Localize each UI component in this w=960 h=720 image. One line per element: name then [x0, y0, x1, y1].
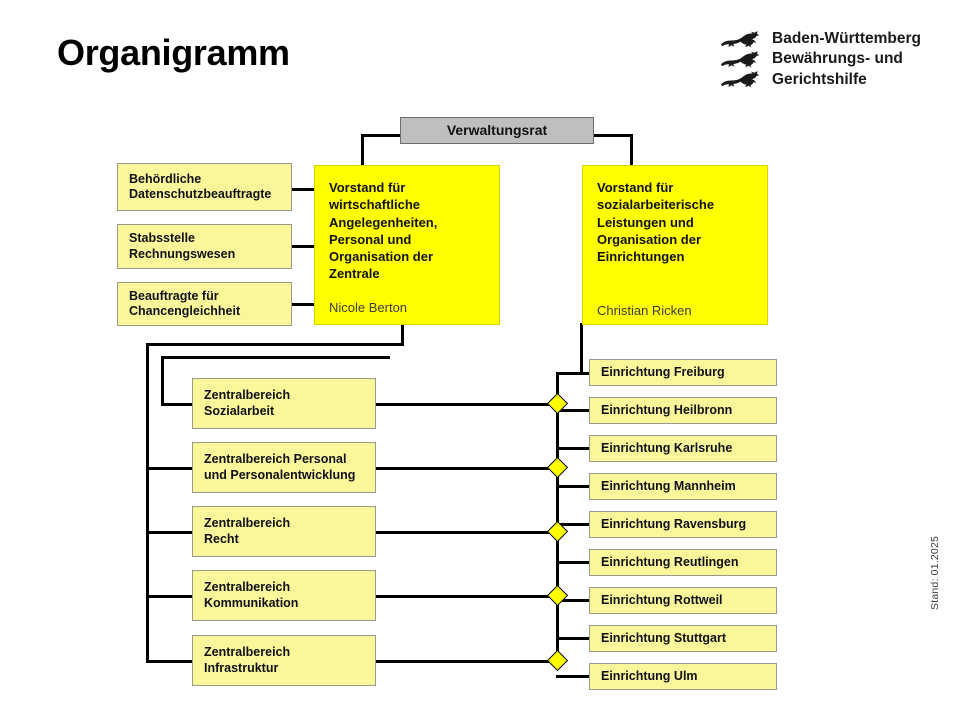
- connector-facility-8: [556, 637, 596, 640]
- connector-staff-1: [290, 188, 315, 191]
- node-einrichtung-ulm[interactable]: Einrichtung Ulm: [589, 663, 777, 690]
- node-einrichtung-heilbronn[interactable]: Einrichtung Heilbronn: [589, 397, 777, 424]
- connector-staff-2: [290, 245, 315, 248]
- connector-facility-1: [556, 372, 596, 375]
- lion-icon: [718, 51, 760, 68]
- page-title: Organigramm: [57, 32, 290, 73]
- connector-za-1-right: [375, 403, 557, 406]
- connector-za-5-stub: [146, 660, 193, 663]
- connector-council-right-h: [593, 134, 633, 137]
- connector-facility-9: [556, 675, 596, 678]
- connector-za-2-right: [375, 467, 557, 470]
- node-verwaltungsrat[interactable]: Verwaltungsrat: [400, 117, 594, 144]
- connector-council-left-h: [361, 134, 401, 137]
- connector-facility-4: [556, 485, 596, 488]
- node-einrichtung-freiburg[interactable]: Einrichtung Freiburg: [589, 359, 777, 386]
- connector-facility-2: [556, 409, 596, 412]
- connector-za-3-stub: [146, 531, 193, 534]
- node-label: Einrichtung Karlsruhe: [601, 440, 733, 455]
- node-einrichtung-ravensburg[interactable]: Einrichtung Ravensburg: [589, 511, 777, 538]
- brand-line-1: Baden-Württemberg: [772, 30, 921, 47]
- connector-facility-3: [556, 447, 596, 450]
- node-person: Christian Ricken: [597, 303, 692, 319]
- connector-staff-3: [290, 303, 315, 306]
- connector-facility-trunk: [556, 372, 559, 662]
- node-label: Einrichtung Rottweil: [601, 592, 723, 607]
- connector-board1-to-spine-h: [146, 343, 404, 346]
- connector-za-3-right: [375, 531, 557, 534]
- connector-za-4-right: [375, 595, 557, 598]
- node-einrichtung-stuttgart[interactable]: Einrichtung Stuttgart: [589, 625, 777, 652]
- connector-board2-down: [580, 323, 583, 372]
- lion-icon: [718, 31, 760, 48]
- connector-za-1-stub: [161, 403, 193, 406]
- connector-facility-6: [556, 561, 596, 564]
- connector-facility-5: [556, 523, 596, 526]
- node-einrichtung-reutlingen[interactable]: Einrichtung Reutlingen: [589, 549, 777, 576]
- node-label: Einrichtung Freiburg: [601, 364, 725, 379]
- brand-logo: Baden-Württemberg Bewährungs- und Gerich…: [718, 29, 921, 90]
- junction-diamond: [546, 649, 569, 672]
- connector-za-2-stub: [146, 467, 193, 470]
- connector-facility-7: [556, 599, 596, 602]
- junction-diamond: [546, 456, 569, 479]
- three-lions-crest-icon: [718, 29, 760, 88]
- brand-line-3: Gerichtshilfe: [772, 70, 867, 88]
- brand-text: Baden-Württemberg Bewährungs- und Gerich…: [772, 29, 921, 90]
- connector-council-right-v: [630, 134, 633, 167]
- junction-diamond: [546, 584, 569, 607]
- lion-icon: [718, 71, 760, 88]
- node-einrichtung-rottweil[interactable]: Einrichtung Rottweil: [589, 587, 777, 614]
- connector-za-1-v: [161, 356, 164, 406]
- connector-za-1-h: [161, 356, 390, 359]
- date-stamp: Stand: 01.2025: [929, 535, 941, 610]
- node-label: Einrichtung Stuttgart: [601, 630, 726, 645]
- connector-council-left-v: [361, 134, 364, 167]
- node-einrichtung-mannheim[interactable]: Einrichtung Mannheim: [589, 473, 777, 500]
- brand-line-2: Bewährungs- und: [772, 50, 903, 68]
- connector-left-spine-v: [146, 343, 149, 663]
- node-person: Nicole Berton: [329, 299, 408, 315]
- node-label: Einrichtung Mannheim: [601, 478, 736, 493]
- node-label: Einrichtung Ulm: [601, 668, 698, 683]
- node-einrichtung-karlsruhe[interactable]: Einrichtung Karlsruhe: [589, 435, 777, 462]
- node-label: Einrichtung Reutlingen: [601, 554, 739, 569]
- node-label: Einrichtung Ravensburg: [601, 516, 747, 531]
- node-label: Einrichtung Heilbronn: [601, 402, 733, 417]
- connector-za-5-right: [375, 660, 557, 663]
- connector-board1-down: [401, 323, 404, 346]
- connector-za-4-stub: [146, 595, 193, 598]
- node-label: Verwaltungsrat: [446, 121, 548, 138]
